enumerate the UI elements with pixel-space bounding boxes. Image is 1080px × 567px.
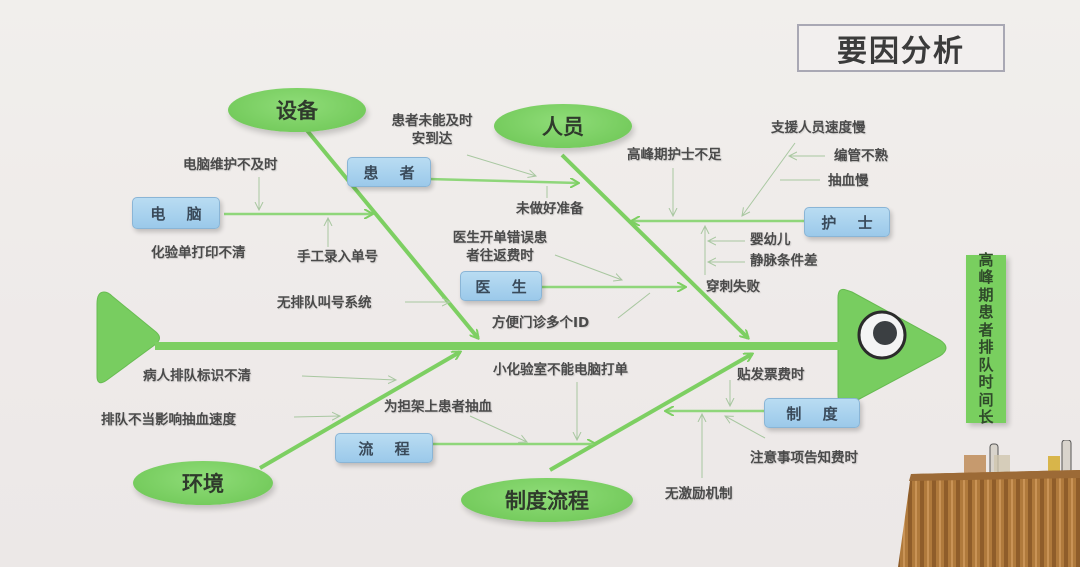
effect-char: 峰	[978, 268, 994, 286]
cause-label: 病人排队标识不清	[143, 368, 251, 384]
cause-label: 方便门诊多个ID	[492, 315, 590, 331]
cause-label: 小化验室不能电脑打单	[493, 362, 628, 378]
bone-environment	[258, 350, 460, 470]
slide-title: 要因分析	[797, 24, 1005, 72]
effect-char: 患	[978, 303, 994, 321]
nameplate-icon	[964, 455, 986, 477]
cause-label: 贴发票费时	[737, 367, 805, 383]
cause-label: 无激励机制	[665, 486, 733, 502]
subcategory-process: 流 程	[335, 433, 433, 463]
effect-char: 时	[978, 373, 994, 391]
category-system-process: 制度流程	[461, 478, 633, 522]
cause-label: 患者未能及时	[391, 113, 473, 129]
cause-label: 为担架上患者抽血	[384, 399, 492, 415]
cause-label: 支援人员速度慢	[771, 120, 866, 136]
effect-char: 长	[978, 408, 994, 426]
cause-label: 注意事项告知费时	[750, 450, 858, 466]
cause-label: 高峰期护士不足	[627, 147, 722, 163]
podium-table-photo	[898, 440, 1080, 567]
effect-char: 排	[978, 338, 994, 356]
subcategory-computer: 电 脑	[132, 197, 220, 229]
cause-label: 医生开单错误患	[452, 230, 548, 246]
cause-label: 者往返费时	[466, 248, 534, 264]
subcategory-doctor: 医 生	[460, 271, 542, 301]
category-equipment: 设备	[228, 88, 366, 132]
fish-eye-pupil	[873, 321, 897, 345]
cause-label: 化验单打印不清	[151, 245, 246, 261]
category-personnel: 人员	[494, 104, 632, 148]
subcategory-system: 制 度	[764, 398, 860, 428]
cause-label: 排队不当影响抽血速度	[101, 412, 236, 428]
effect-char: 队	[978, 355, 994, 374]
cause-label: 安到达	[411, 131, 453, 147]
cause-label: 穿刺失败	[706, 279, 760, 295]
cup-icon	[994, 455, 1010, 477]
cause-label: 未做好准备	[516, 201, 584, 217]
cause-label: 抽血慢	[828, 173, 869, 189]
cause-label: 静脉条件差	[750, 253, 818, 269]
cause-label: 电脑维护不及时	[183, 157, 278, 173]
cause-label: 婴幼儿	[750, 232, 791, 248]
subcategory-nurse: 护 士	[804, 207, 890, 237]
effect-char: 期	[978, 285, 994, 304]
bone-patient	[427, 177, 578, 183]
effect-char: 高	[978, 250, 994, 269]
cause-label: 手工录入单号	[297, 249, 378, 265]
category-environment: 环境	[133, 461, 273, 505]
subcategory-patient: 患 者	[347, 157, 431, 187]
bone-system-process	[549, 352, 752, 472]
cause-label: 编管不熟	[834, 148, 888, 164]
cause-label: 无排队叫号系统	[277, 295, 372, 311]
bone-personnel	[560, 153, 748, 338]
fish-tail	[96, 291, 160, 384]
effect-problem-statement: 高 峰 期 患 者 排 队 时 间 长	[966, 250, 1006, 426]
effect-char: 间	[978, 390, 994, 409]
effect-char: 者	[978, 320, 994, 339]
